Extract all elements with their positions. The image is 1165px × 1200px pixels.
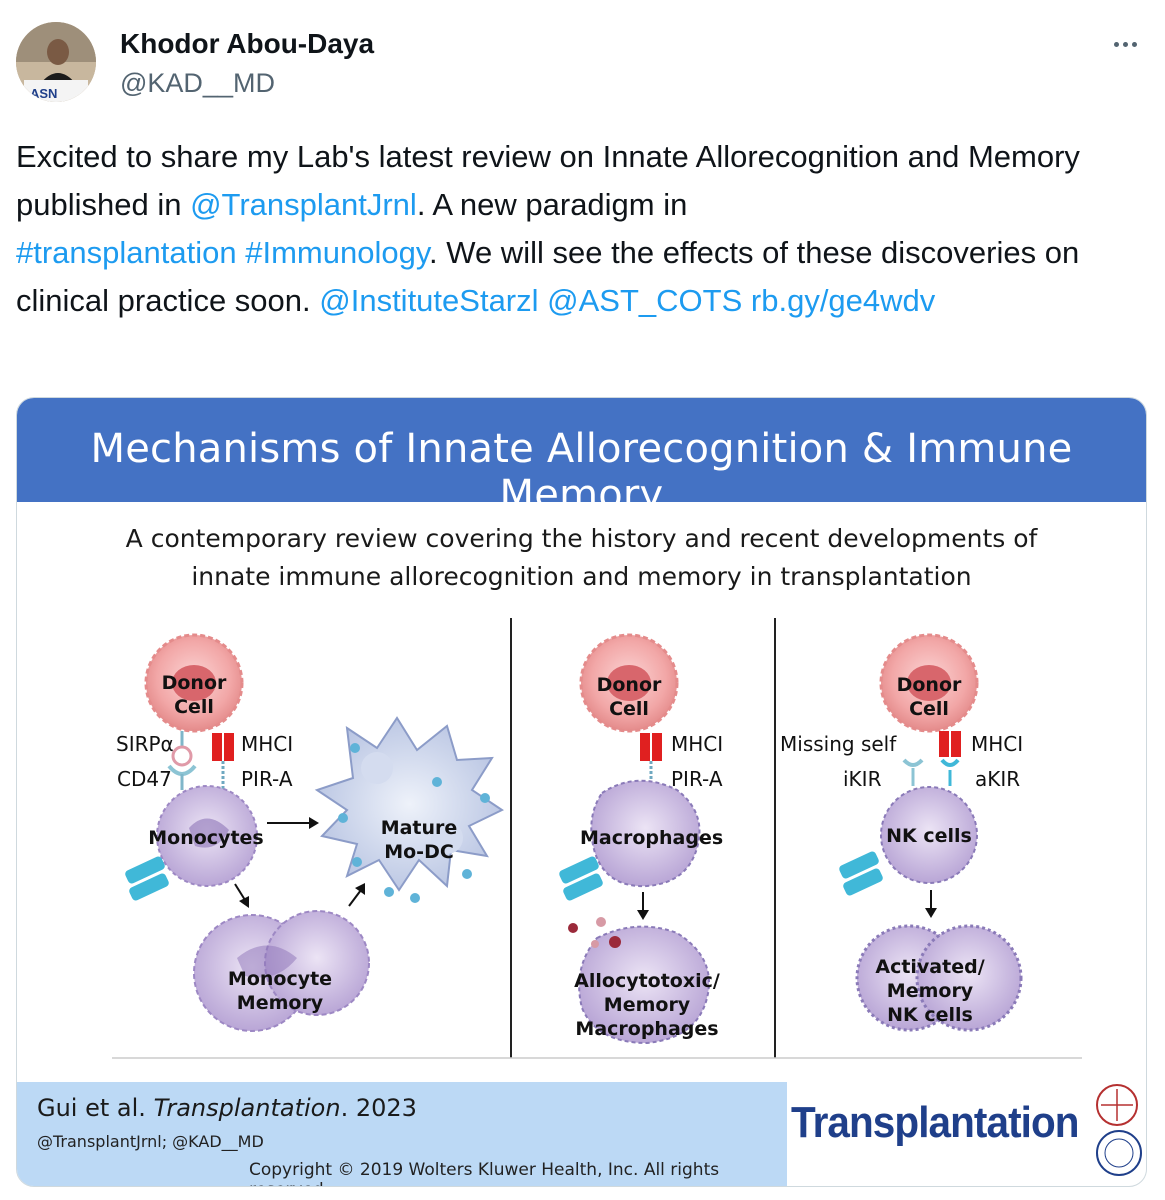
donor-cell-3: [879, 633, 979, 733]
mention-link[interactable]: @InstituteStarzl: [319, 283, 539, 318]
ikir-receptor: [902, 758, 924, 786]
mhci-receptor-3: [939, 731, 961, 767]
more-options-icon[interactable]: [1107, 26, 1143, 62]
tweet-text-segment: [237, 235, 246, 270]
activated-nk-line: Activated/: [875, 956, 985, 978]
arrow-memory-to-mature: [348, 883, 365, 907]
figure-title: Mechanisms of Innate Allorecognition & I…: [90, 426, 1073, 518]
monocyte-memory-cell: [193, 910, 370, 1032]
donor-cell-label: Donor Cell: [161, 672, 227, 718]
monocyte-memory-label: Monocyte Memory: [225, 967, 335, 1015]
donor-cell-label: Donor Cell: [596, 674, 662, 720]
society-seal-2: [1096, 1130, 1142, 1176]
mhci-label: MHCI: [241, 732, 294, 756]
activated-nk-line: NK cells: [887, 1004, 973, 1026]
macrophages-label: Macrophages: [580, 827, 724, 849]
arrow-to-activated-nk: [925, 890, 937, 918]
allocytotoxic-line: Macrophages: [575, 1018, 719, 1040]
arrow-to-allocytotoxic: [637, 892, 649, 920]
donor-cell-1: [144, 633, 244, 733]
pira-label: PIR-A: [241, 767, 293, 791]
mature-mo-dc-line: Mo-DC: [384, 841, 454, 863]
missing-self-label: Missing self: [780, 732, 897, 756]
author-handle[interactable]: @KAD__MD: [120, 68, 275, 98]
hashtag-link[interactable]: #transplantation: [16, 235, 237, 270]
mhci-label: MHCI: [971, 732, 1024, 756]
arrow-to-memory: [234, 883, 249, 908]
tweet-text-segment: [539, 283, 548, 318]
journal-logo: Transplantation: [791, 1098, 1080, 1147]
sirpa-cd47-receptor: [167, 731, 197, 790]
mention-link[interactable]: @TransplantJrnl: [190, 187, 417, 222]
pira-label: PIR-A: [671, 767, 723, 791]
donor-cell-2: [579, 633, 679, 733]
citation: Gui et al. Transplantation. 2023: [37, 1094, 417, 1122]
author-name[interactable]: Khodor Abou-Daya: [120, 28, 375, 59]
society-seal-1: [1096, 1084, 1138, 1126]
akir-label: aKIR: [975, 767, 1021, 791]
figure-subtitle-line: innate immune allorecognition and memory…: [191, 562, 972, 591]
allocytotoxic-macrophage-cell: [568, 917, 710, 1045]
diagram-graphic: [112, 618, 1142, 1176]
mhci-label: MHCI: [671, 732, 724, 756]
url-link[interactable]: rb.gy/ge4wdv: [750, 283, 936, 318]
monocyte-memory-line: Monocyte: [227, 968, 333, 990]
allocytotoxic-line: Allocytotoxic/: [574, 970, 720, 992]
figure-subtitle-line: A contemporary review covering the histo…: [125, 524, 1038, 553]
nk-cells-label: NK cells: [886, 825, 972, 847]
allocytotoxic-macrophages-label: Allocytotoxic/ Memory Macrophages: [572, 969, 722, 1041]
activated-nk-line: Memory: [886, 980, 974, 1002]
citation-authors: Gui et al.: [37, 1094, 146, 1122]
activated-nk-label: Activated/ Memory NK cells: [865, 955, 995, 1027]
mature-mo-dc-cell: [314, 716, 505, 903]
footer-handles: @TransplantJrnl; @KAD__MD: [37, 1132, 264, 1151]
monocyte-memory-line: Memory: [236, 992, 324, 1014]
tweet-text-segment: [742, 283, 751, 318]
svg-text:ASN: ASN: [30, 86, 57, 101]
macrophage-cell: [590, 779, 701, 888]
monocyte-cell: [156, 785, 258, 887]
nk-cell: [880, 786, 978, 884]
sirpa-label: SIRPα: [116, 732, 174, 756]
figure-footer: Gui et al. Transplantation. 2023 @Transp…: [17, 1082, 787, 1186]
avatar[interactable]: ASN: [16, 22, 96, 102]
mature-mo-dc-line: Mature: [380, 817, 458, 839]
t-cell-receptor-2: [559, 856, 603, 901]
tweet-text-segment: . A new paradigm in: [416, 187, 688, 222]
allocytotoxic-line: Memory: [603, 994, 691, 1016]
tweet-media-image[interactable]: Mechanisms of Innate Allorecognition & I…: [16, 397, 1147, 1187]
mature-mo-dc-label: Mature Mo-DC: [369, 816, 469, 864]
mhci-receptor-2: [640, 733, 662, 789]
mhci-receptor-1: [212, 733, 234, 791]
donor-cell-label: Donor Cell: [896, 674, 962, 720]
figure-subtitle: A contemporary review covering the histo…: [77, 520, 1086, 596]
figure-banner: Mechanisms of Innate Allorecognition & I…: [17, 398, 1146, 518]
tweet-text-segment: . We will see the effects of these disco…: [16, 235, 1080, 318]
citation-journal: Transplantation: [153, 1094, 341, 1122]
t-cell-receptor-1: [125, 856, 169, 901]
ikir-label: iKIR: [843, 767, 882, 791]
cd47-label: CD47: [117, 767, 172, 791]
t-cell-receptor-3: [839, 851, 883, 896]
monocytes-label: Monocytes: [148, 827, 264, 849]
arrow-to-mature: [267, 817, 319, 829]
copyright-notice: Copyright © 2019 Wolters Kluwer Health, …: [249, 1160, 720, 1186]
hashtag-link[interactable]: #Immunology: [245, 235, 430, 270]
tweet-text-segment: Excited to share my Lab's latest review …: [16, 139, 1080, 222]
mention-link[interactable]: @AST_COTS: [547, 283, 743, 318]
tweet-text: Excited to share my Lab's latest review …: [16, 133, 1141, 325]
citation-year: 2023: [355, 1094, 417, 1122]
activated-nk-cell: [855, 924, 1023, 1032]
